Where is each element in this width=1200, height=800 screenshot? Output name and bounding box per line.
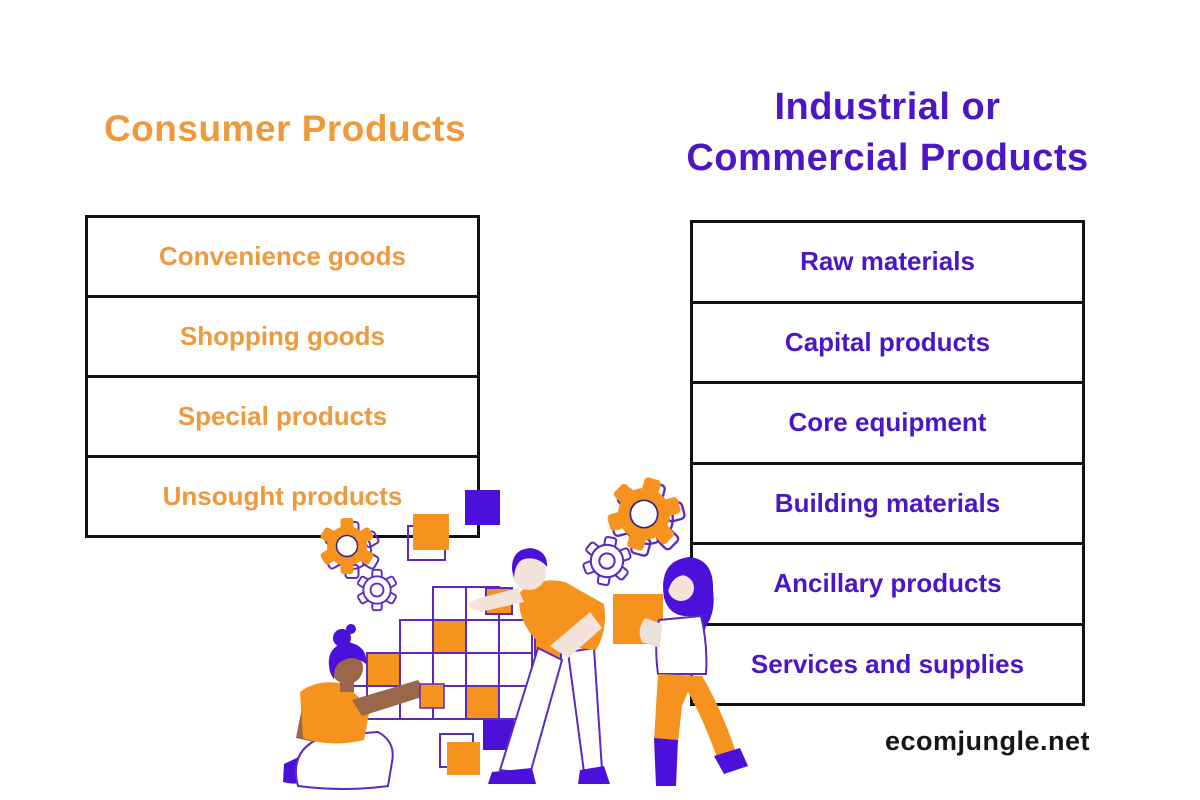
list-item: Building materials [693, 461, 1082, 542]
list-item-label: Convenience goods [158, 241, 407, 271]
list-item-label: Services and supplies [750, 648, 1025, 679]
list-item-label: Raw materials [800, 246, 975, 277]
list-item: Services and supplies [693, 622, 1082, 703]
list-item-label: Capital products [784, 326, 991, 357]
list-item-label: Special products [177, 401, 388, 431]
list-item: Unsought products [88, 455, 477, 535]
industrial-title-line2: Commercial Products [686, 137, 1089, 179]
consumer-products-title: Consumer Products [103, 108, 467, 149]
list-item: Ancillary products [693, 542, 1082, 623]
list-item: Convenience goods [88, 218, 477, 295]
standing-person [469, 548, 610, 784]
list-item: Special products [88, 375, 477, 455]
list-item-label: Building materials [774, 487, 1001, 518]
list-item: Shopping goods [88, 295, 477, 375]
list-item: Raw materials [693, 223, 1082, 301]
industrial-products-list: Raw materials Capital products Core equi… [690, 220, 1085, 706]
consumer-products-list: Convenience goods Shopping goods Special… [85, 215, 480, 538]
industrial-title-line1: Industrial or [774, 86, 1001, 128]
gear-icon [607, 477, 686, 557]
industrial-products-title: Industrial or Commercial Products [640, 82, 1135, 184]
list-item-label: Shopping goods [179, 321, 386, 351]
kneeling-person [283, 624, 445, 790]
list-item: Core equipment [693, 381, 1082, 462]
list-item: Capital products [693, 300, 1082, 381]
list-item-label: Core equipment [788, 407, 987, 438]
block-grid [333, 586, 562, 720]
list-item-label: Unsought products [162, 481, 403, 511]
gear-outline-icon [582, 535, 632, 587]
list-item-label: Ancillary products [773, 568, 1002, 599]
brand-watermark: ecomjungle.net [884, 726, 1090, 756]
gear-outline-icon [357, 568, 397, 612]
